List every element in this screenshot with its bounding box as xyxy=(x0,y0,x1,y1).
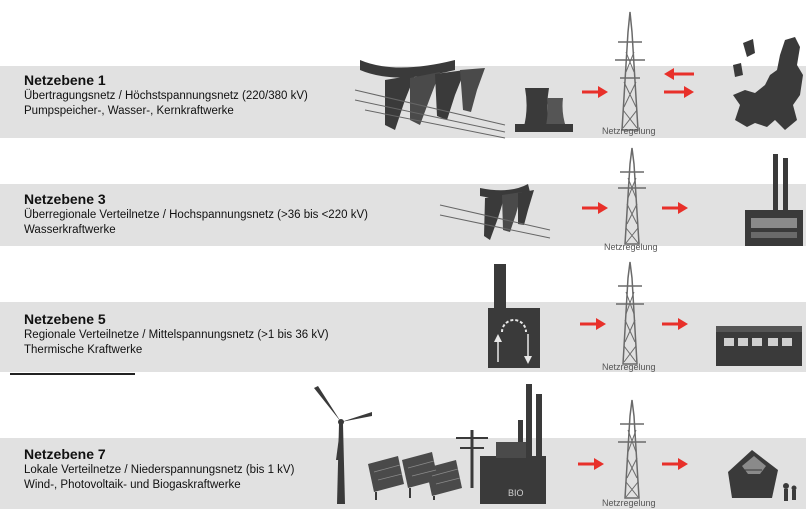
dam-icon xyxy=(439,184,551,240)
transmission-pylon-icon xyxy=(615,11,645,131)
divider-line xyxy=(10,373,135,375)
level-network-2: Überregionale Verteilnetze / Hochspannun… xyxy=(24,209,368,221)
grid-control-caption-4: Netzregelung xyxy=(602,498,656,508)
flow-arrow xyxy=(662,458,688,470)
transmission-pylon-icon xyxy=(616,261,644,365)
level-band-2 xyxy=(0,184,806,246)
flow-arrow xyxy=(582,202,608,214)
level-plants-2: Wasserkraftwerke xyxy=(24,224,116,236)
wind-turbine-icon xyxy=(314,386,372,504)
level-band-3 xyxy=(0,302,806,372)
commercial-building-icon xyxy=(716,326,802,366)
level-title-4: Netzebene 7 xyxy=(24,446,106,462)
flow-arrow xyxy=(580,318,606,330)
solar-panels-icon xyxy=(368,452,462,500)
house-icon xyxy=(728,450,797,501)
thermal-plant-icon xyxy=(488,264,540,368)
level-network-1: Übertragungsnetz / Höchstspannungsnetz (… xyxy=(24,90,308,102)
distribution-pylon-icon xyxy=(456,430,488,488)
level-plants-4: Wind-, Photovoltaik- und Biogaskraftwerk… xyxy=(24,479,241,491)
level-plants-3: Thermische Kraftwerke xyxy=(24,344,143,356)
level-band-4 xyxy=(0,438,806,509)
grid-control-caption-3: Netzregelung xyxy=(602,362,656,372)
bidirectional-arrows xyxy=(664,68,694,98)
level-text-1: Netzebene 1 Übertragungsnetz / Höchstspa… xyxy=(24,72,308,119)
level-plants-1: Pumpspeicher-, Wasser-, Kernkraftwerke xyxy=(24,105,234,117)
level-network-3: Regionale Verteilnetze / Mittelspannungs… xyxy=(24,329,329,341)
level-title-1: Netzebene 1 xyxy=(24,72,106,88)
level-text-3: Netzebene 5 Regionale Verteilnetze / Mit… xyxy=(24,311,329,358)
grid-control-caption-2: Netzregelung xyxy=(604,242,658,252)
nuclear-plant-icon xyxy=(515,88,573,132)
transmission-pylon-icon xyxy=(618,147,646,245)
flow-arrow xyxy=(662,202,688,214)
europe-map-icon xyxy=(733,37,803,130)
flow-arrow xyxy=(662,318,688,330)
level-title-2: Netzebene 3 xyxy=(24,191,106,207)
level-text-4: Netzebene 7 Lokale Verteilnetze / Nieder… xyxy=(24,446,294,493)
dam-icon xyxy=(354,60,506,139)
flow-arrow xyxy=(578,458,604,470)
biogas-plant-icon xyxy=(480,384,546,504)
flow-arrow xyxy=(582,86,608,98)
level-text-2: Netzebene 3 Überregionale Verteilnetze /… xyxy=(24,191,368,238)
factory-icon xyxy=(745,154,803,246)
biogas-label: BIO xyxy=(508,488,524,498)
transmission-pylon-icon xyxy=(618,399,646,499)
level-network-4: Lokale Verteilnetze / Niederspannungsnet… xyxy=(24,464,295,476)
grid-control-caption-1: Netzregelung xyxy=(602,126,656,136)
level-title-3: Netzebene 5 xyxy=(24,311,106,327)
